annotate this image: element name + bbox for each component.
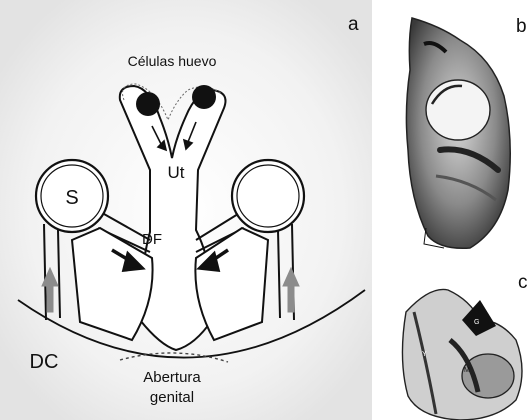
label-genital-opening-line2: genital xyxy=(150,389,194,406)
label-genital-opening-line1: Abertura xyxy=(143,369,201,386)
label-egg-cells: Células huevo xyxy=(128,53,217,69)
panel-b-specimen: b xyxy=(406,16,526,248)
label-fertilization-duct: DF xyxy=(142,231,162,248)
specimen-c-mark-y: Y xyxy=(422,351,427,358)
label-spermatheca: S xyxy=(65,187,78,209)
label-copulatory-duct: DC xyxy=(30,351,59,373)
egg-cell-left xyxy=(136,92,160,116)
egg-cell-right xyxy=(192,85,216,109)
panel-letter-b: b xyxy=(516,16,527,37)
panel-letter-a: a xyxy=(348,14,359,35)
panel-a-schematic: Células huevo Ut S DF DC Abertura genita… xyxy=(0,0,372,420)
label-uterus: Ut xyxy=(168,163,185,182)
specimen-c-bulb xyxy=(462,354,514,398)
spermatheca-right xyxy=(232,160,304,232)
specimen-c-mark-g: G xyxy=(474,319,479,326)
specimen-b-bulb xyxy=(426,80,490,140)
panel-c-specimen: Y G M c xyxy=(402,272,527,420)
specimen-c-mark-m: M xyxy=(464,367,470,374)
panel-letter-c: c xyxy=(518,272,528,293)
